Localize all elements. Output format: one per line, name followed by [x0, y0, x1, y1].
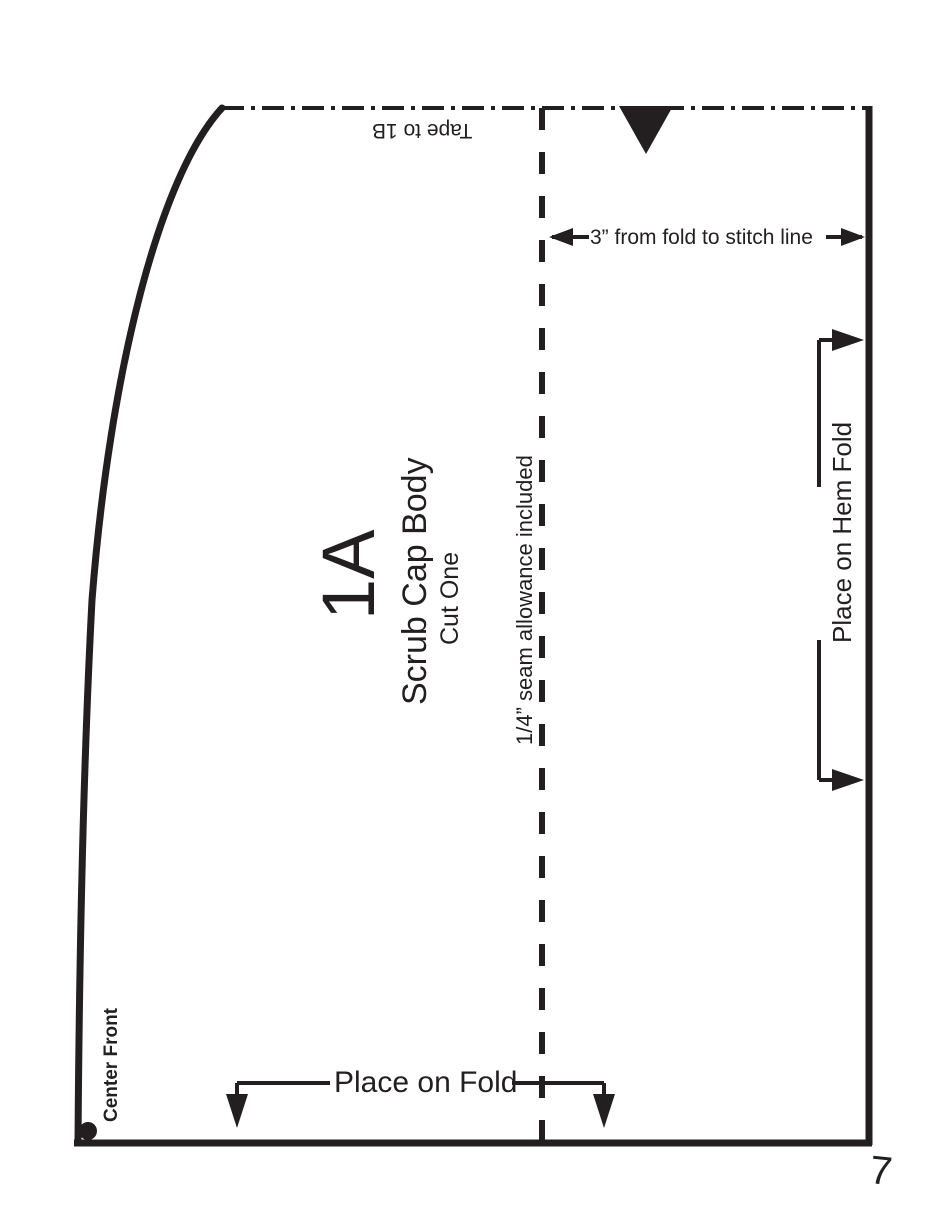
page-number-label: 7 [867, 1148, 895, 1195]
cut-quantity-label: Cut One [436, 551, 464, 645]
hem-fold-label: Place on Hem Fold [827, 421, 857, 643]
place-on-fold-bracket [226, 1081, 615, 1128]
hem-fold-bracket [817, 329, 864, 791]
tape-to-label: Tape to 1B [372, 119, 473, 142]
crown-curve-cut-edge [74, 104, 226, 1147]
center-front-dot-icon [79, 1122, 97, 1140]
stitch-distance-arrow [549, 228, 865, 246]
piece-code-label: 1A [307, 529, 390, 620]
stitch-distance-label: 3” from fold to stitch line [590, 226, 813, 249]
center-front-label: Center Front [101, 1008, 122, 1122]
place-on-fold-label: Place on Fold [334, 1066, 518, 1099]
seam-allowance-label: 1/4” seam allowance included [512, 455, 537, 745]
notch-triangle-icon [619, 106, 673, 154]
piece-name-label: Scrub Cap Body [396, 457, 434, 705]
